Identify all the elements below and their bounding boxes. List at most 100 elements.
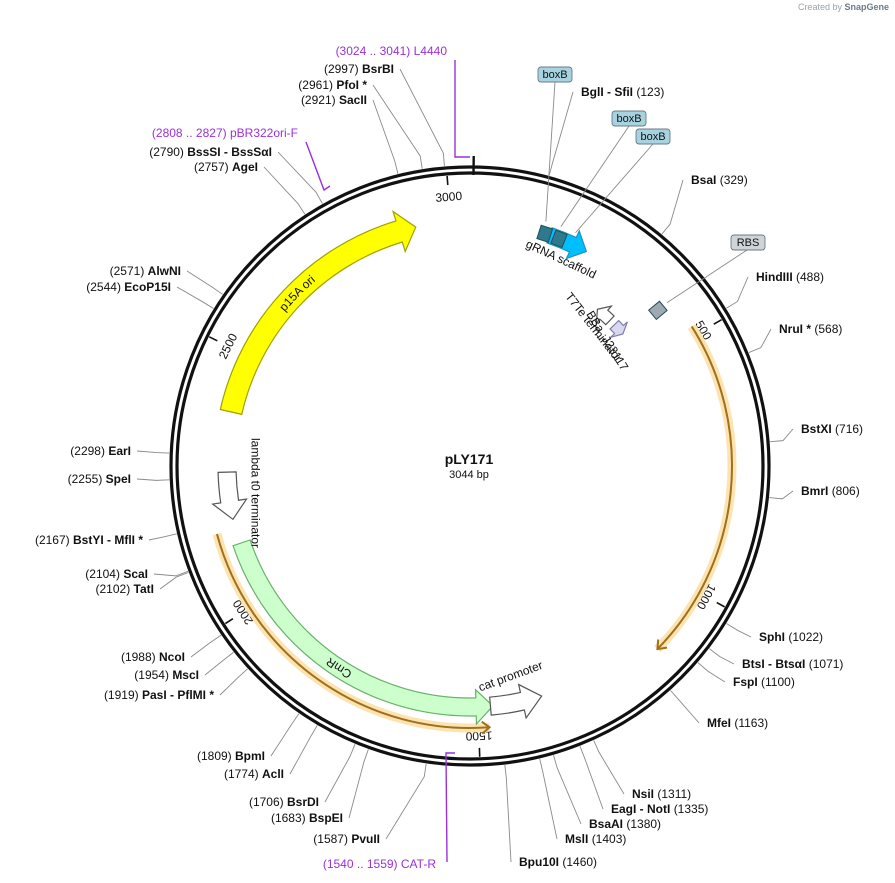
fspi-site-label[interactable]: FspI (1100) bbox=[733, 675, 795, 689]
site-position: (1460) bbox=[562, 855, 597, 869]
site-leader-line bbox=[399, 68, 445, 167]
site-name: MfeI bbox=[707, 716, 731, 730]
site-name: BtsI - BtsαI bbox=[742, 657, 805, 671]
primer-name: L4440 bbox=[414, 44, 448, 58]
sphi-site-label[interactable]: SphI (1022) bbox=[759, 630, 823, 644]
ecop15i-site-label[interactable]: (2544) EcoP15I bbox=[86, 280, 171, 294]
cat-r-primer-marker[interactable] bbox=[445, 752, 455, 863]
agei-site-label[interactable]: (2757) AgeI bbox=[194, 160, 258, 174]
site-leader-line bbox=[548, 91, 574, 176]
scale-tick bbox=[716, 601, 726, 608]
site-name: EcoP15I bbox=[124, 280, 171, 294]
eagi-site-label[interactable]: EagI - NotI (1335) bbox=[611, 802, 708, 816]
boxb-c-callout-text: boxB bbox=[640, 131, 665, 143]
boxb-c-callout-box[interactable] bbox=[635, 128, 671, 145]
pbr322ori-f-primer-marker[interactable] bbox=[305, 141, 331, 192]
site-name: FspI bbox=[733, 675, 758, 689]
site-name: EarI bbox=[108, 444, 131, 458]
scale-tick bbox=[713, 319, 722, 325]
boxb-b-callout-box[interactable] bbox=[611, 110, 647, 127]
alwni-site-label[interactable]: (2571) AlwNI bbox=[110, 264, 181, 278]
site-position: (2544) bbox=[86, 280, 121, 294]
site-leader-line bbox=[579, 746, 604, 810]
site-position: (1774) bbox=[224, 767, 259, 781]
site-leader-line bbox=[709, 648, 735, 665]
boxb-a-callout-text: boxB bbox=[542, 69, 567, 81]
bstxi-site-label[interactable]: BstXI (716) bbox=[801, 422, 863, 436]
acli-site-label[interactable]: (1774) AclI bbox=[224, 767, 284, 781]
rbs-c-callout-box[interactable] bbox=[730, 234, 766, 251]
bgli-site-label[interactable]: BglI - SfiI (123) bbox=[581, 85, 664, 99]
bsai-site-label[interactable]: BsaI (329) bbox=[691, 173, 748, 187]
mfei-site-label[interactable]: MfeI (1163) bbox=[707, 716, 768, 730]
site-name: BsaAI bbox=[589, 817, 623, 831]
pasi-site-label[interactable]: (1919) PasI - PflMI * bbox=[104, 688, 214, 702]
site-leader-line bbox=[372, 99, 399, 174]
bsrdi-site-label[interactable]: (1706) BsrDI bbox=[249, 795, 319, 809]
lambda-t0-feature[interactable] bbox=[211, 471, 248, 521]
scale-tick bbox=[446, 175, 449, 185]
orf-arc-left[interactable] bbox=[216, 533, 490, 729]
restriction-sites: (2997) BsrBI (2961) PfoI *(2921) SacII (27… bbox=[35, 62, 863, 869]
site-position: (2757) bbox=[194, 160, 229, 174]
site-leader-line bbox=[263, 166, 306, 215]
pfoi-site-label[interactable]: (2961) PfoI * bbox=[298, 78, 367, 92]
rbs-block[interactable] bbox=[647, 300, 668, 321]
site-leader-line bbox=[204, 651, 234, 676]
bpu10i-site-label[interactable]: Bpu10I (1460) bbox=[519, 855, 597, 869]
bsssi-site-label[interactable]: (2790) BssSI - BssSαI bbox=[149, 145, 272, 159]
btsi-site-label[interactable]: BtsI - BtsαI (1071) bbox=[742, 657, 843, 671]
scai-site-label[interactable]: (2104) ScaI bbox=[85, 567, 148, 581]
primer-range: (2808 .. 2827) bbox=[152, 126, 227, 140]
primer-range: (3024 .. 3041) bbox=[336, 44, 411, 58]
scale-tick bbox=[224, 618, 234, 625]
hindiii-site-label[interactable]: HindIII (488) bbox=[756, 270, 824, 284]
p15a-ori-feature[interactable] bbox=[219, 210, 417, 416]
spei-site-label[interactable]: (2255) SpeI bbox=[68, 472, 131, 486]
bstyi-site-label[interactable]: (2167) BstYI - MflI * bbox=[35, 533, 143, 547]
site-name: BglI - SfiI bbox=[581, 85, 633, 99]
site-leader-line bbox=[593, 740, 625, 795]
site-position: (2790) bbox=[149, 145, 184, 159]
site-leader-line bbox=[553, 755, 582, 825]
cat-r-primer-label[interactable]: (1540 .. 1559) CAT-R bbox=[323, 857, 437, 871]
sacii-site-label[interactable]: (2921) SacII bbox=[301, 93, 367, 107]
boxb-a-callout-box[interactable] bbox=[537, 66, 573, 83]
site-name: AlwNI bbox=[148, 264, 181, 278]
site-name: BsrBI bbox=[362, 62, 394, 76]
primer-name: CAT-R bbox=[401, 857, 436, 871]
bspei-site-label[interactable]: (1683) BspEI bbox=[271, 811, 343, 825]
site-position: (2255) bbox=[68, 472, 103, 486]
ncoi-site-label[interactable]: (1988) NcoI bbox=[121, 650, 185, 664]
site-position: (2961) bbox=[298, 78, 333, 92]
orf-arc-right[interactable] bbox=[656, 325, 733, 650]
site-leader-line bbox=[324, 744, 356, 803]
bmri-site-label[interactable]: BmrI (806) bbox=[801, 484, 860, 498]
nsii-site-label[interactable]: NsiI (1311) bbox=[632, 787, 691, 801]
l4440-primer-marker[interactable] bbox=[454, 60, 470, 158]
l4440-primer-label[interactable]: (3024 .. 3041) L4440 bbox=[336, 44, 448, 58]
site-position: (2102) bbox=[96, 582, 131, 596]
site-leader-line bbox=[504, 764, 512, 863]
pbr322ori-f-primer-label[interactable]: (2808 .. 2827) pBR322ori-F bbox=[152, 126, 298, 140]
msli-site-label[interactable]: MslI (1403) bbox=[565, 832, 626, 846]
t7te-feature[interactable] bbox=[595, 305, 615, 326]
msci-site-label[interactable]: (1954) MscI bbox=[134, 668, 199, 682]
cat-promoter-label: cat promoter bbox=[476, 658, 544, 694]
site-leader-line bbox=[190, 634, 222, 658]
site-leader-line bbox=[748, 328, 772, 353]
site-position: (568) bbox=[814, 322, 842, 336]
cmr-feature[interactable] bbox=[232, 539, 494, 726]
cat-promoter-feature[interactable] bbox=[489, 683, 543, 720]
bsaai-site-label[interactable]: BsaAI (1380) bbox=[589, 817, 661, 831]
boxb-2-block[interactable] bbox=[550, 229, 568, 249]
nrui-site-label[interactable]: NruI * (568) bbox=[779, 322, 842, 336]
tati-site-label[interactable]: (2102) TatI bbox=[96, 582, 154, 596]
site-leader-line bbox=[670, 690, 700, 724]
bsrbi-site-label[interactable]: (2997) BsrBI bbox=[324, 62, 394, 76]
boxb-1-block[interactable] bbox=[536, 224, 554, 243]
pvuii-site-label[interactable]: (1587) PvuII bbox=[313, 832, 380, 846]
bpmi-site-label[interactable]: (1809) BpmI bbox=[197, 749, 265, 763]
eari-site-label[interactable]: (2298) EarI bbox=[70, 444, 131, 458]
bba-j23117-feature[interactable] bbox=[609, 319, 628, 338]
